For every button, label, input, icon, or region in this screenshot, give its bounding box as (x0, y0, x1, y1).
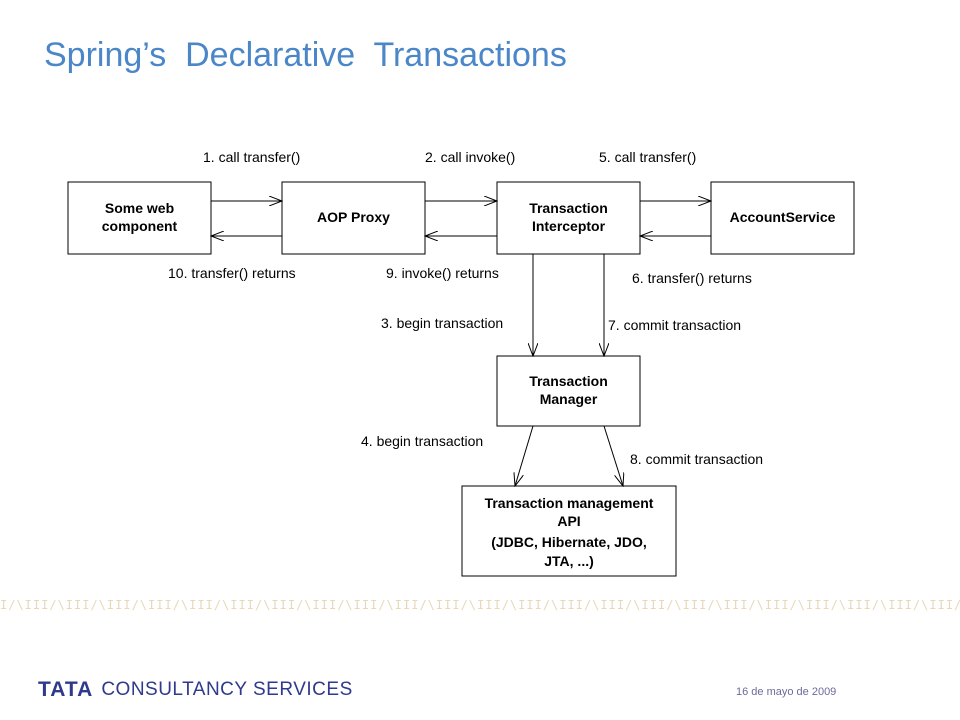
arrow-commit-transaction-8 (603, 425, 623, 486)
interceptor-label-line-2: Interceptor (532, 218, 606, 234)
account-service-label: AccountService (730, 209, 836, 225)
aop-proxy-label: AOP Proxy (317, 209, 390, 225)
logo-brand-text: TATA (38, 678, 94, 701)
web-component-label-line-2: component (102, 218, 178, 234)
web-component-label-line-1: Some web (105, 200, 174, 216)
tcs-logo: TATA CONSULTANCY SERVICES (38, 678, 353, 702)
api-label-line-2: API (557, 513, 580, 529)
api-label-line-3: (JDBC, Hibernate, JDO, (491, 534, 647, 550)
manager-label-line-1: Transaction (529, 373, 608, 389)
transaction-manager-box: Transaction Manager (496, 355, 641, 427)
account-service-box: AccountService (710, 181, 855, 255)
decorative-pattern-band: I/\III/\III/\III/\III/\III/\III/\III/\II… (0, 598, 960, 612)
slide-date: 16 de mayo de 2009 (736, 686, 837, 698)
transaction-interceptor-box: Transaction Interceptor (496, 181, 641, 255)
label-invoke-returns-9: 9. invoke() returns (386, 265, 499, 281)
interceptor-label-line-1: Transaction (529, 200, 608, 216)
label-commit-transaction-7: 7. commit transaction (608, 317, 741, 333)
label-begin-transaction-4: 4. begin transaction (361, 433, 483, 449)
label-commit-transaction-8: 8. commit transaction (630, 451, 763, 467)
transaction-flow-diagram: Some web component AOP Proxy Transaction… (67, 149, 855, 577)
manager-label-line-2: Manager (540, 391, 598, 407)
web-component-box: Some web component (67, 181, 212, 255)
slide-title: Spring’s Declarative Transactions (44, 36, 567, 74)
logo-company-text: CONSULTANCY SERVICES (101, 679, 353, 700)
api-label-line-4: JTA, ...) (544, 553, 594, 569)
label-call-invoke-2: 2. call invoke() (425, 149, 515, 165)
label-call-transfer-1: 1. call transfer() (203, 149, 300, 165)
label-call-transfer-5: 5. call transfer() (599, 149, 696, 165)
api-label-line-1: Transaction management (485, 495, 654, 511)
transaction-api-box: Transaction management API (JDBC, Hibern… (461, 485, 677, 577)
aop-proxy-box: AOP Proxy (281, 181, 426, 255)
arrow-begin-transaction-4 (515, 425, 534, 486)
label-begin-transaction-3: 3. begin transaction (381, 315, 503, 331)
label-transfer-returns-6: 6. transfer() returns (632, 270, 752, 286)
label-transfer-returns-10: 10. transfer() returns (168, 265, 296, 281)
